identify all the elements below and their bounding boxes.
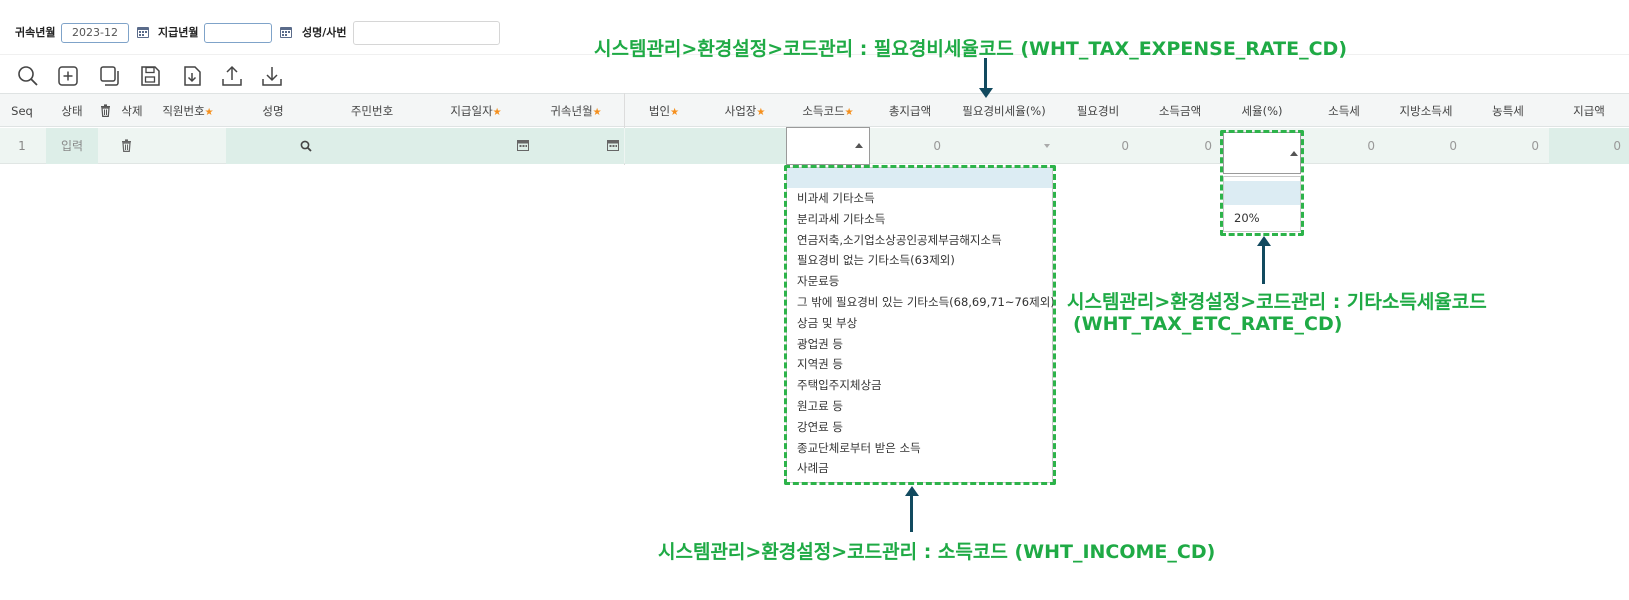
col-income-amt[interactable]: 소득금액 <box>1158 104 1202 118</box>
add-icon[interactable] <box>56 64 80 88</box>
col-total-pay[interactable]: 총지급액 <box>888 104 932 118</box>
calendar-icon[interactable] <box>517 140 529 151</box>
name-label: 성명/사번 <box>302 26 347 39</box>
download-icon[interactable] <box>260 64 284 88</box>
cell-expense: 0 <box>1121 139 1129 153</box>
trash-icon <box>101 104 110 117</box>
col-status[interactable]: 상태 <box>61 104 83 118</box>
annotation-income-code: 시스템관리>환경설정>코드관리 : 소득코드 (WHT_INCOME_CD) <box>658 541 1216 563</box>
col-income-code[interactable]: 소득코드★ <box>802 104 854 118</box>
col-local-tax[interactable]: 지방소득세 <box>1399 104 1453 118</box>
income-code-option[interactable]: 원고료 등 <box>797 399 843 413</box>
cell-rural-tax: 0 <box>1531 139 1539 153</box>
pay-month-label: 지급년월 <box>158 26 199 39</box>
cell-local-tax: 0 <box>1449 139 1457 153</box>
col-period[interactable]: 귀속년월★ <box>550 104 602 118</box>
col-tax-rate[interactable]: 세율(%) <box>1241 104 1283 118</box>
annotation-tax-rate: 시스템관리>환경설정>코드관리 : 기타소득세율코드 <box>1067 291 1487 313</box>
cell-seq: 1 <box>18 139 26 153</box>
col-delete[interactable]: 삭제 <box>121 104 143 118</box>
income-code-option[interactable]: 필요경비 없는 기타소득(63제외) <box>797 253 955 268</box>
col-seq[interactable]: Seq <box>11 104 33 118</box>
arrowhead-up-icon <box>905 486 919 496</box>
cell-status: 입력 <box>46 128 98 164</box>
tax-rate-option[interactable]: 20% <box>1234 211 1260 225</box>
income-code-option[interactable]: 강연료 등 <box>797 419 843 434</box>
col-corp[interactable]: 법인★ <box>648 104 680 118</box>
upload-icon[interactable] <box>220 64 244 88</box>
name-input[interactable] <box>353 21 500 45</box>
cell-name[interactable] <box>226 128 426 164</box>
cell-total-pay[interactable]: 0 <box>933 139 941 153</box>
arrow-tax-rate <box>1262 246 1265 284</box>
grid-header: Seq 상태 삭제 직원번호★ 성명 주민번호 지급일자★ 귀속년월★ 법인★ … <box>0 93 1629 127</box>
income-code-option[interactable]: 자문료등 <box>797 274 840 289</box>
income-code-option[interactable]: 그 밖에 필요경비 있는 기타소득(68,69,71~76제외) <box>797 295 1055 309</box>
col-net-pay[interactable]: 지급액 <box>1573 104 1605 118</box>
income-code-option[interactable]: 연금저축,소기업소상공인공제부금해지소득 <box>797 232 1002 247</box>
annotation-tax-rate-code: (WHT_TAX_ETC_RATE_CD) <box>1073 313 1343 335</box>
copy-icon[interactable] <box>98 64 122 88</box>
tax-rate-list: 20% <box>1223 176 1301 232</box>
period-label: 귀속년월 <box>15 26 56 39</box>
calendar-icon[interactable] <box>607 140 619 151</box>
col-pay-date[interactable]: 지급일자★ <box>450 104 502 118</box>
cell-income-tax: 0 <box>1367 139 1375 153</box>
income-code-option[interactable]: 지역권 등 <box>797 357 843 372</box>
import-icon[interactable] <box>180 64 204 88</box>
search-icon[interactable] <box>16 64 40 88</box>
cell-income-amt: 0 <box>1204 139 1212 153</box>
expense-rate-dropdown-icon[interactable] <box>1044 144 1050 148</box>
income-code-option[interactable]: 비과세 기타소득 <box>797 191 875 205</box>
annotation-expense-rate: 시스템관리>환경설정>코드관리 : 필요경비세율코드 (WHT_TAX_EXPE… <box>594 38 1348 60</box>
income-code-option[interactable]: 사례금 <box>797 461 829 476</box>
income-code-select[interactable] <box>786 127 870 165</box>
calendar-icon[interactable] <box>279 25 293 39</box>
pay-month-input[interactable] <box>204 23 272 43</box>
search-bar: 귀속년월 2023-12 지급년월 성명/사번 <box>0 0 1629 55</box>
income-code-highlight-box <box>784 165 1056 485</box>
col-expense-rate[interactable]: 필요경비세율(%) <box>962 104 1046 118</box>
income-code-option[interactable]: 상금 및 부상 <box>797 315 858 330</box>
search-icon[interactable] <box>300 140 312 152</box>
save-icon[interactable] <box>138 64 162 88</box>
cell-pay-date[interactable] <box>426 128 624 164</box>
income-code-option[interactable]: 광업권 등 <box>797 336 843 351</box>
col-site[interactable]: 사업장★ <box>724 104 766 118</box>
arrowhead-up-icon <box>1257 236 1271 246</box>
caret-up-icon <box>1290 151 1298 156</box>
tax-rate-highlight-box <box>1220 130 1304 236</box>
arrowhead-down-icon <box>979 88 993 98</box>
col-expense[interactable]: 필요경비 <box>1076 104 1120 118</box>
trash-icon[interactable] <box>121 139 132 152</box>
list-item-blank-selected[interactable] <box>1224 181 1300 205</box>
col-emp-no[interactable]: 직원번호★ <box>162 104 214 118</box>
cell-net-pay: 0 <box>1549 128 1629 164</box>
list-item-blank-selected[interactable] <box>787 168 1052 188</box>
income-code-option[interactable]: 주택입주지체상금 <box>797 378 882 393</box>
col-income-tax[interactable]: 소득세 <box>1328 104 1360 118</box>
caret-up-icon <box>855 143 863 148</box>
arrow-expense-rate <box>984 58 987 88</box>
arrow-income-code <box>910 496 913 532</box>
col-resident-no[interactable]: 주민번호 <box>350 104 394 118</box>
cell-corp-site[interactable] <box>625 128 787 164</box>
income-code-option[interactable]: 분리과세 기타소득 <box>797 211 886 226</box>
col-rural-tax[interactable]: 농특세 <box>1492 104 1524 118</box>
col-name[interactable]: 성명 <box>262 104 284 118</box>
income-code-option[interactable]: 종교단체로부터 받은 소득 <box>797 440 921 455</box>
calendar-icon[interactable] <box>136 25 150 39</box>
period-input[interactable]: 2023-12 <box>61 23 129 43</box>
